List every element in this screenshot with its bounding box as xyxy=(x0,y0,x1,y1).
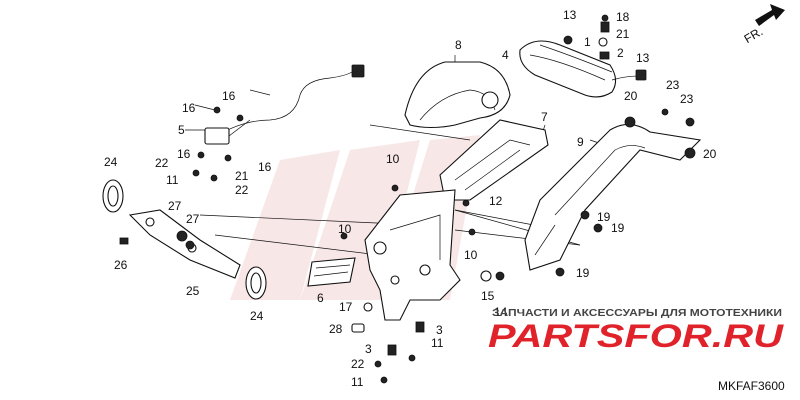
callout-11c: 11 xyxy=(351,375,364,389)
callout-23: 23 xyxy=(666,78,680,92)
inner-bracket xyxy=(439,119,549,201)
callout-20: 20 xyxy=(624,89,638,103)
callout-16c: 16 xyxy=(177,147,191,161)
callout-labels: 1 2 3 3 4 5 6 7 8 9 10 10 10 11 11 11 12… xyxy=(104,8,717,389)
taillight-assembly xyxy=(519,40,647,98)
callout-26: 26 xyxy=(114,258,128,272)
callout-18: 18 xyxy=(616,10,630,24)
front-direction-label: FR. xyxy=(742,24,766,46)
callout-11: 11 xyxy=(166,173,179,187)
diagram-code: MKFAF3600 xyxy=(718,379,785,393)
callout-27b: 27 xyxy=(186,212,200,226)
license-bracket xyxy=(364,189,461,321)
callout-2: 2 xyxy=(617,46,624,60)
callout-10: 10 xyxy=(386,152,400,166)
seat-cowl xyxy=(404,61,511,129)
callout-1: 1 xyxy=(584,35,591,49)
callout-22b: 22 xyxy=(235,183,249,197)
callout-21: 21 xyxy=(616,27,630,41)
callout-24b: 24 xyxy=(250,309,264,323)
callout-21b: 21 xyxy=(235,169,249,183)
front-direction-arrow: FR. xyxy=(742,4,785,46)
callout-24: 24 xyxy=(104,155,118,169)
callout-3b: 3 xyxy=(365,342,372,356)
callout-7: 7 xyxy=(541,110,548,124)
callout-15: 15 xyxy=(481,289,495,303)
callout-14: 14 xyxy=(494,305,508,319)
callout-8: 8 xyxy=(455,38,462,52)
callout-23b: 23 xyxy=(680,92,694,106)
callout-16b: 16 xyxy=(222,89,236,103)
callout-27: 27 xyxy=(168,199,182,213)
watermark-brand: PARTSFOR.RU xyxy=(488,318,784,354)
callout-11b: 11 xyxy=(431,336,444,350)
callout-6: 6 xyxy=(317,291,324,305)
callout-19: 19 xyxy=(597,210,611,224)
callout-16: 16 xyxy=(182,101,196,115)
fasteners xyxy=(119,14,696,384)
stay-bracket xyxy=(128,209,241,279)
callout-16d: 16 xyxy=(258,160,272,174)
watermark-tagline: ЗАПЧАСТИ И АКСЕССУАРЫ ДЛЯ МОТОТЕХНИКИ xyxy=(492,307,782,319)
reflector xyxy=(307,257,356,287)
callout-9: 9 xyxy=(577,135,584,149)
callout-12: 12 xyxy=(489,194,503,208)
side-rail xyxy=(524,123,702,271)
callout-22c: 22 xyxy=(351,357,365,371)
callout-13: 13 xyxy=(563,8,577,22)
callout-10c: 10 xyxy=(464,248,478,262)
callout-4: 4 xyxy=(502,48,509,62)
callout-5: 5 xyxy=(178,123,185,137)
callout-3: 3 xyxy=(436,323,443,337)
callout-20b: 20 xyxy=(703,147,717,161)
grommets xyxy=(102,179,267,300)
callout-19c: 19 xyxy=(576,266,590,280)
callout-19b: 19 xyxy=(611,221,625,235)
callout-17: 17 xyxy=(339,300,353,314)
callout-28: 28 xyxy=(329,322,343,336)
watermark: ЗАПЧАСТИ И АКСЕССУАРЫ ДЛЯ МОТОТЕХНИКИ PA… xyxy=(488,307,784,354)
callout-25: 25 xyxy=(186,284,200,298)
callout-22: 22 xyxy=(155,156,169,170)
wire-harness xyxy=(204,64,365,145)
callout-10b: 10 xyxy=(338,222,352,236)
callout-13b: 13 xyxy=(636,51,650,65)
